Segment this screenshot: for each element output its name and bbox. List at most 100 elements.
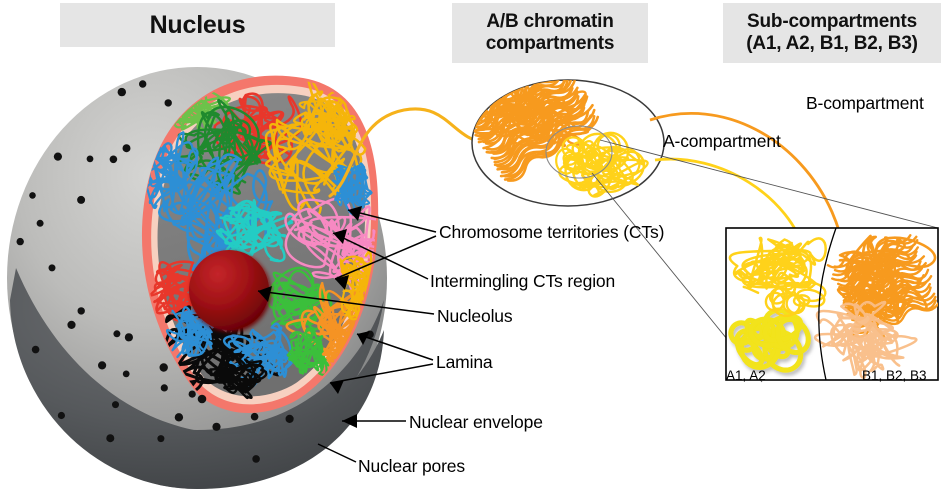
chromosome-territory: [298, 91, 359, 146]
chromatin-loop: [764, 291, 786, 312]
chromatin-loop: [577, 132, 619, 171]
arc-a-compartment: [654, 157, 820, 361]
chromatin-fiber: [500, 108, 596, 174]
chromatin-loop: [763, 331, 791, 360]
chromatin-fiber: [854, 292, 936, 327]
nucleus-sphere: [7, 67, 387, 489]
nuclear-pore: [77, 307, 85, 315]
chromosome-territory: [158, 153, 274, 297]
connector-nucleus-to-ab: [328, 107, 489, 198]
header-ab-compartments: A/B chromatin compartments: [452, 3, 648, 63]
chromatin-loop: [555, 147, 577, 175]
chromatin-fiber: [831, 246, 919, 282]
chromatin-loop: [738, 325, 782, 370]
chromatin-fiber: [833, 235, 918, 269]
chromosome-territory: [173, 98, 272, 195]
chromatin-fiber: [485, 86, 579, 151]
nuclear-pore: [67, 320, 76, 329]
nuclear-pore: [29, 192, 36, 199]
chromatin-fiber: [499, 114, 592, 178]
ab-inner-zoom-circle: [545, 125, 613, 179]
a-compartment-chromatin: [562, 131, 646, 198]
nuclear-pore: [139, 80, 147, 88]
nucleolus-body: [189, 250, 269, 330]
chromatin-fiber: [472, 80, 565, 132]
chromatin-loop: [572, 166, 593, 192]
chromatin-loop: [562, 150, 578, 166]
chromatin-loop: [783, 276, 797, 294]
nuclear-pore: [164, 99, 172, 107]
sub-compartment-box: [725, 227, 939, 381]
nuclear-pore: [86, 155, 94, 163]
envelope-bottom: [10, 268, 384, 489]
header-ab-line2: compartments: [485, 33, 615, 54]
a-compartment-chromatin: [558, 137, 649, 197]
chromatin-fiber: [482, 86, 574, 150]
label-subbox-b: B1, B2, B3: [862, 368, 927, 383]
chromatin-loop: [563, 153, 585, 171]
chromatin-loop: [793, 281, 827, 303]
label-lamina: Lamina: [436, 352, 493, 372]
chromatin-fiber: [478, 80, 566, 137]
chromatin-loop: [785, 293, 806, 315]
header-ab-line1: A/B chromatin: [486, 10, 614, 32]
nuclear-pore: [117, 87, 127, 97]
chromatin-fiber: [490, 93, 587, 160]
chromosome-territory: [286, 327, 330, 376]
chromatin-loop: [609, 150, 646, 185]
chromosome-territory: [213, 92, 303, 166]
chromatin-loop: [768, 286, 788, 305]
chromatin-loop: [571, 141, 602, 170]
chromatin-fiber: [485, 89, 579, 154]
chromatin-fiber: [492, 95, 580, 155]
chromatin-loop: [762, 313, 804, 343]
nuclear-pore: [160, 384, 168, 392]
chromatin-loop: [596, 166, 614, 182]
label-nucleolus: Nucleolus: [437, 306, 513, 326]
chromatin-fiber: [493, 101, 585, 164]
chromatin-loop: [748, 316, 786, 349]
nuclear-pore: [77, 195, 86, 204]
nuclear-pore: [112, 401, 119, 409]
chromatin-loop: [795, 288, 826, 308]
nuclear-pores-group: [16, 80, 374, 463]
nuclear-pore: [212, 422, 221, 431]
chromatin-fiber: [477, 80, 569, 141]
chromosome-territory: [264, 78, 367, 217]
chromatin-fiber: [472, 80, 563, 127]
chromatin-loop: [577, 149, 593, 166]
nuclear-pore: [159, 363, 168, 372]
header-nucleus: Nucleus: [60, 3, 335, 47]
label-intermingling-cts: Intermingling CTs region: [430, 271, 616, 291]
label-b-compartment: B-compartment: [806, 93, 924, 113]
nucleoplasm: [157, 93, 366, 397]
callout-arrowheads: [258, 206, 370, 428]
chromosome-territory: [209, 353, 268, 400]
chromatin-fiber: [836, 254, 918, 287]
chromatin-loop: [771, 292, 802, 318]
label-chromosome-territories: Chromosome territories (CTs): [439, 222, 665, 242]
nuclear-pore: [252, 455, 260, 463]
b-compartment-chromatin: [472, 80, 600, 182]
nuclear-pore: [285, 414, 294, 423]
chromatin-loop: [596, 172, 627, 193]
chromosome-territories: [143, 78, 377, 400]
nuclear-pore: [109, 155, 118, 164]
chromatin-loop: [565, 143, 581, 155]
chromatin-loop: [751, 334, 778, 362]
chromatin-loop: [596, 133, 621, 158]
chromatin-fiber: [473, 80, 562, 129]
chromatin-fiber: [472, 80, 559, 126]
chromatin-fiber: [496, 106, 586, 168]
header-sub-compartments: Sub-compartments (A1, A2, B1, B2, B3): [723, 3, 941, 63]
chromosome-territory: [285, 278, 377, 367]
chromatin-loop: [592, 131, 630, 171]
chromatin-fiber: [477, 80, 573, 144]
chromatin-fiber: [832, 244, 915, 277]
chromatin-loop: [601, 157, 622, 176]
chromatin-loop: [744, 317, 765, 339]
label-nuclear-envelope: Nuclear envelope: [409, 412, 543, 432]
chromatin-fiber: [842, 268, 930, 305]
chromatin-loop: [586, 147, 603, 169]
nuclear-pore: [36, 219, 44, 227]
